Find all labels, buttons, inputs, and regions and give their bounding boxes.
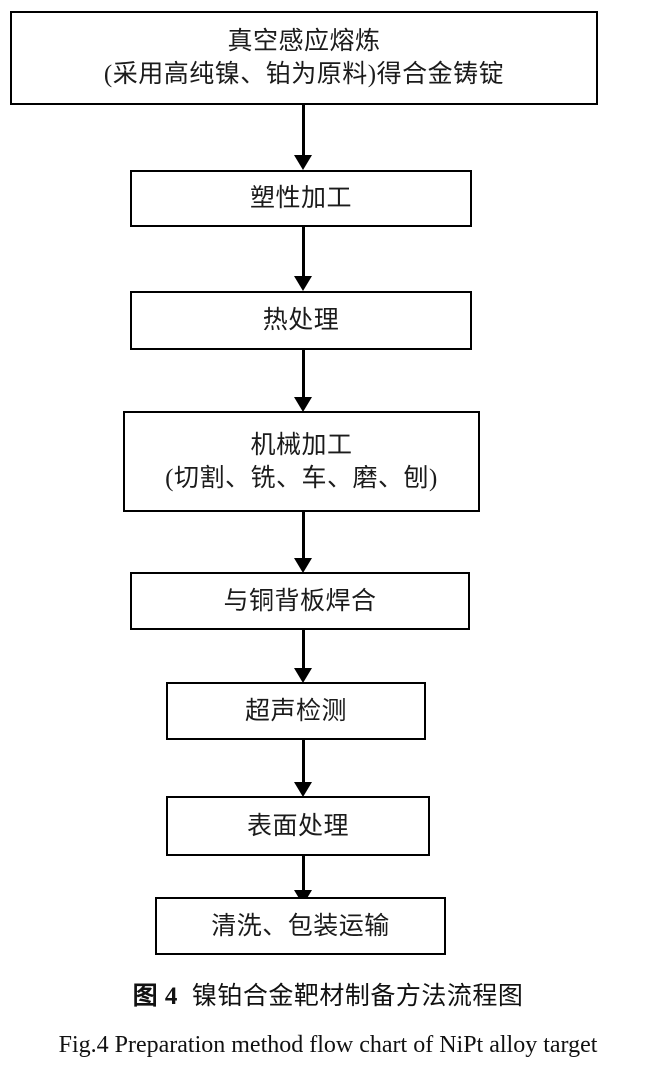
- flow-node-vacuum-induction-melting: 真空感应熔炼 (采用高纯镍、铂为原料)得合金铸锭: [10, 11, 598, 105]
- flow-node-line-1: 真空感应熔炼: [227, 28, 381, 55]
- flow-node-ultrasonic-testing: 超声检测: [166, 682, 426, 740]
- arrow-stem: [301, 512, 305, 560]
- figure-caption-chinese: 图 4 镍铂合金靶材制备方法流程图: [0, 976, 656, 1012]
- flow-arrow-5: [294, 630, 312, 683]
- flow-node-heat-treatment: 热处理: [130, 291, 472, 350]
- flow-node-line-1: 热处理: [262, 307, 340, 334]
- flow-arrow-4: [294, 512, 312, 573]
- arrow-stem: [301, 856, 305, 892]
- arrowhead-down-icon: [294, 397, 312, 412]
- flow-node-machining: 机械加工 (切割、铣、车、磨、刨): [123, 411, 480, 512]
- arrowhead-down-icon: [294, 558, 312, 573]
- flow-node-cleaning-packaging-transport: 清洗、包装运输: [155, 897, 446, 955]
- arrowhead-down-icon: [294, 782, 312, 797]
- flow-node-bonding-to-copper-backplate: 与铜背板焊合: [130, 572, 470, 630]
- figure-number: 图 4: [132, 983, 178, 1010]
- flow-arrow-2: [294, 227, 312, 291]
- flow-node-line-2: (采用高纯镍、铂为原料)得合金铸锭: [103, 61, 505, 88]
- flow-node-line-1: 塑性加工: [249, 185, 352, 212]
- flow-node-line-1: 表面处理: [246, 812, 349, 840]
- arrowhead-down-icon: [294, 155, 312, 170]
- arrow-stem: [301, 740, 305, 784]
- flow-node-line-1: 与铜背板焊合: [223, 587, 377, 615]
- flow-arrow-1: [294, 105, 312, 170]
- flow-arrow-6: [294, 740, 312, 797]
- flow-node-line-1: 机械加工: [250, 431, 353, 459]
- flow-node-plastic-working: 塑性加工: [130, 170, 472, 227]
- arrow-stem: [301, 105, 305, 157]
- flow-node-line-2: (切割、铣、车、磨、刨): [165, 464, 438, 492]
- arrowhead-down-icon: [294, 668, 312, 683]
- arrow-stem: [301, 350, 305, 399]
- figure-caption-chinese-title: 镍铂合金靶材制备方法流程图: [191, 983, 524, 1010]
- flow-node-line-1: 超声检测: [244, 697, 347, 725]
- arrow-stem: [301, 630, 305, 670]
- flow-arrow-3: [294, 350, 312, 412]
- arrow-stem: [301, 227, 305, 278]
- figure-caption-english: Fig.4 Preparation method flow chart of N…: [58, 1032, 598, 1058]
- flow-node-surface-treatment: 表面处理: [166, 796, 430, 856]
- flow-node-line-1: 清洗、包装运输: [211, 912, 390, 940]
- arrowhead-down-icon: [294, 276, 312, 291]
